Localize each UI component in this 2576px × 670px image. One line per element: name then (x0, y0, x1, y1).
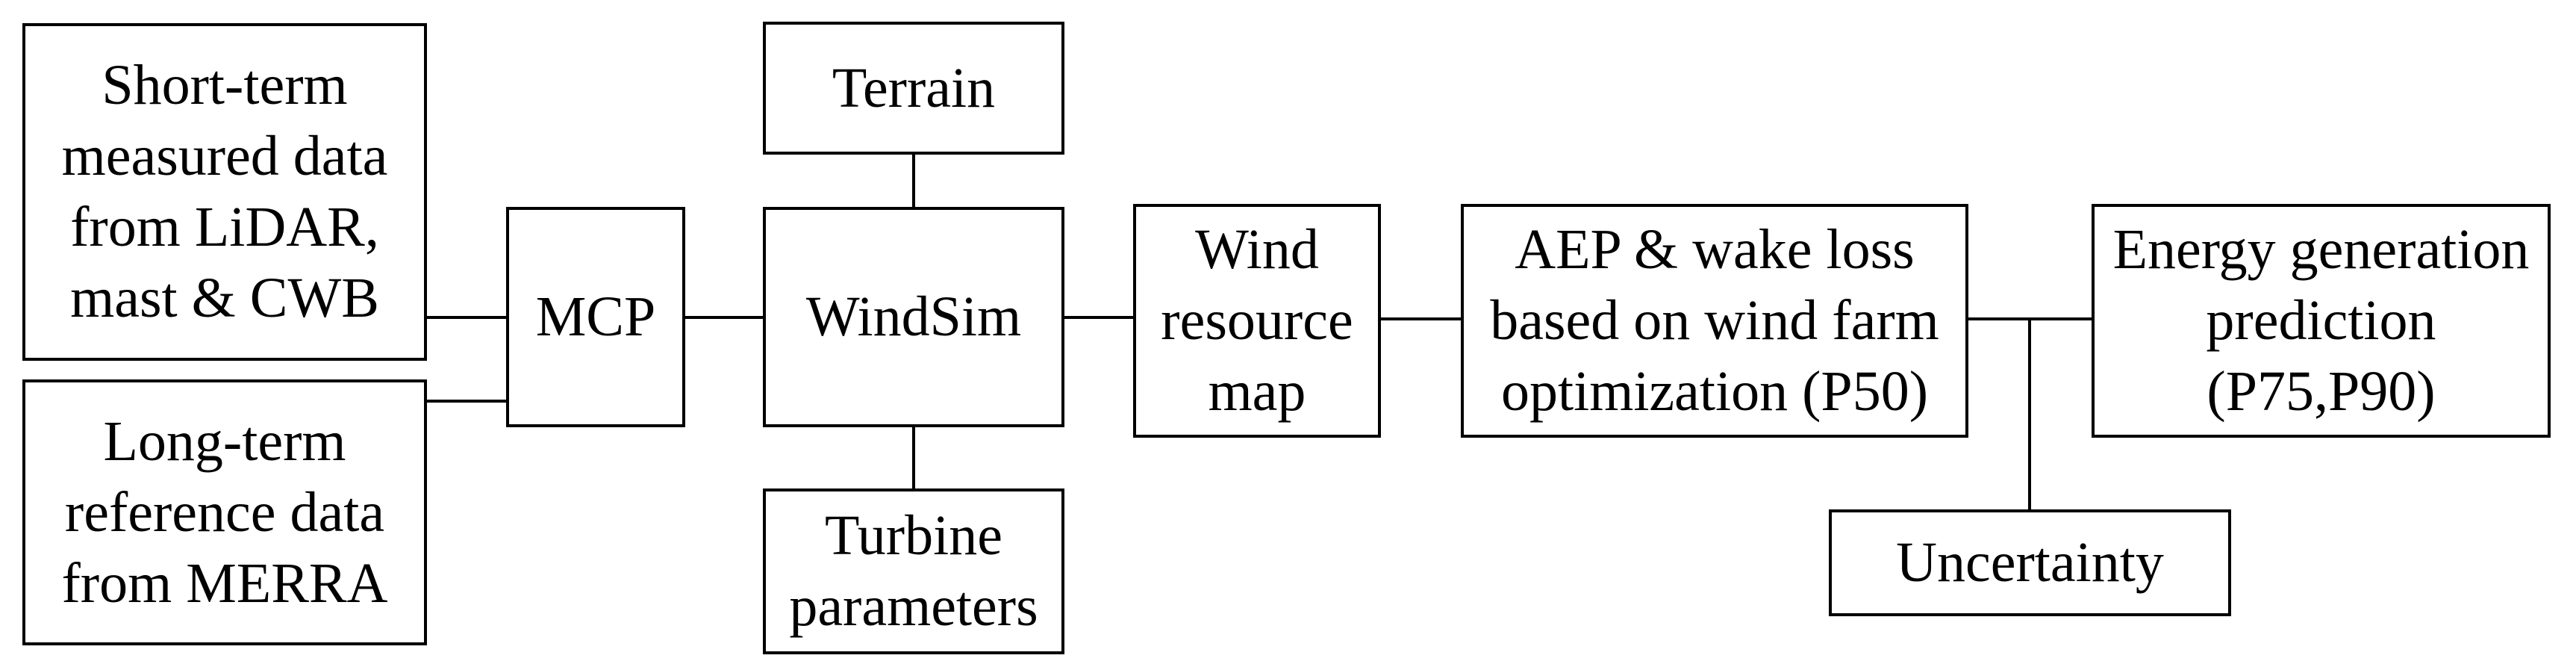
node-energy-prediction: Energy generation prediction (P75,P90) (2092, 204, 2551, 438)
edge-windsim-to-map (1063, 316, 1135, 319)
node-terrain: Terrain (763, 22, 1064, 155)
node-aep-wake-loss: AEP & wake loss based on wind farm optim… (1461, 204, 1968, 438)
node-mcp-label: MCP (535, 285, 656, 348)
node-energy-prediction-label: Energy generation prediction (P75,P90) (2112, 218, 2530, 423)
node-windsim-label: WindSim (805, 285, 1022, 348)
node-long-term-data: Long-term reference data from MERRA (22, 379, 427, 645)
edge-map-to-aep (1379, 317, 1462, 320)
node-short-term-data-label: Short-term measured data from LiDAR, mas… (61, 54, 388, 329)
node-aep-wake-loss-label: AEP & wake loss based on wind farm optim… (1490, 218, 1939, 423)
node-uncertainty-label: Uncertainty (1896, 531, 2164, 594)
node-long-term-data-label: Long-term reference data from MERRA (61, 409, 388, 615)
node-terrain-label: Terrain (832, 56, 996, 120)
node-uncertainty: Uncertainty (1829, 509, 2231, 616)
edge-short-term-to-mcp (425, 316, 508, 319)
node-wind-resource-map-label: Wind resource map (1161, 218, 1353, 423)
node-turbine-parameters-label: Turbine parameters (789, 504, 1038, 638)
node-windsim: WindSim (763, 207, 1064, 427)
node-turbine-parameters: Turbine parameters (763, 488, 1064, 654)
edge-mcp-to-windsim (684, 316, 764, 319)
node-short-term-data: Short-term measured data from LiDAR, mas… (22, 23, 427, 361)
edge-long-term-to-mcp (425, 400, 508, 403)
node-wind-resource-map: Wind resource map (1133, 204, 1381, 438)
edge-junction-to-uncertainty (2028, 317, 2031, 511)
node-mcp: MCP (506, 207, 685, 427)
edge-terrain-to-windsim (912, 153, 915, 208)
edge-windsim-to-turbine (912, 426, 915, 490)
